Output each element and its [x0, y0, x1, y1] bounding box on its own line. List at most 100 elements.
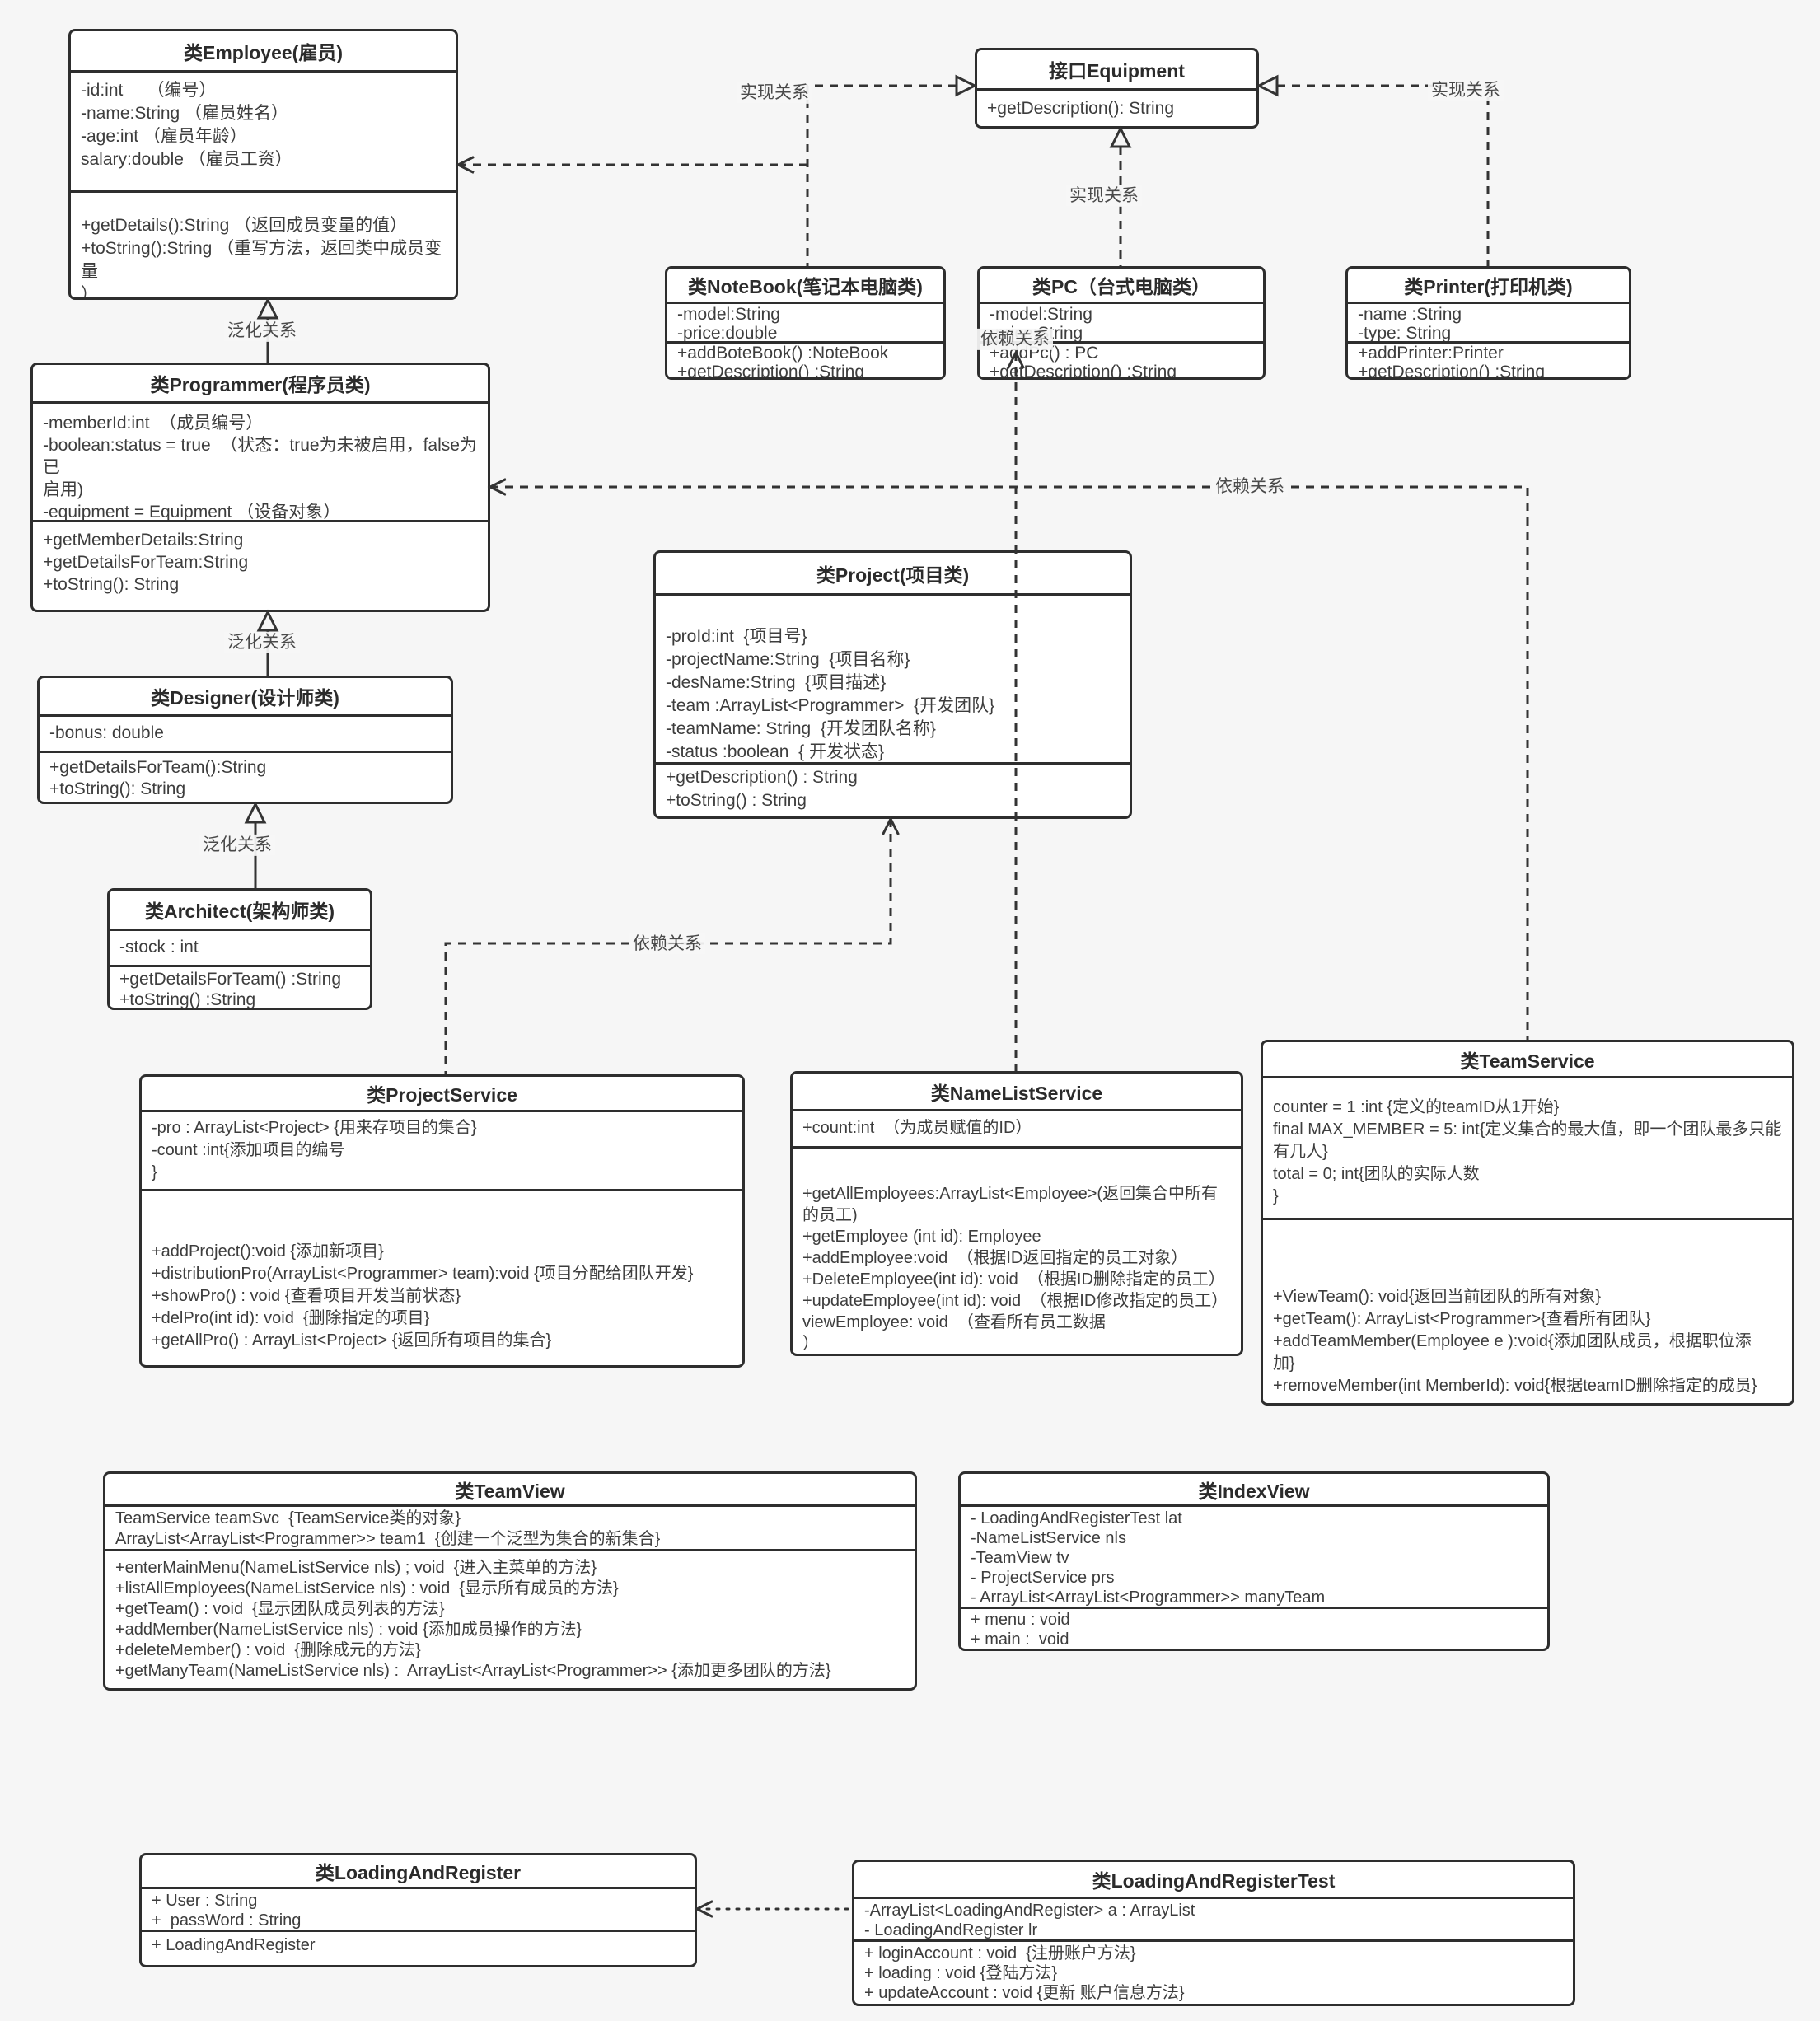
class-title: 类TeamService [1460, 1050, 1595, 1072]
class-title: 类Architect(架构师类) [144, 901, 335, 922]
method-line: +delPro(int id): void {删除指定的项目} [152, 1309, 430, 1327]
edge-dep-notebook-employee [455, 156, 807, 174]
method-line: viewEmployee: void （查看所有员工数据 [802, 1313, 1106, 1331]
attr-line: salary:double （雇员工资） [81, 150, 292, 169]
attr-line: counter = 1 :int {定义的teamID从1开始} [1273, 1098, 1560, 1116]
attr-line: -ArrayList<LoadingAndRegister> a : Array… [864, 1902, 1195, 1920]
class-title: 类Project(项目类) [816, 564, 970, 586]
attr-line: -model:String [677, 305, 780, 324]
methods-section: +getDetailsForTeam():String+toString(): … [40, 751, 451, 802]
method-line: +getTeam(): ArrayList<Programmer>{查看所有团队… [1273, 1310, 1651, 1328]
open-arrowhead [455, 156, 475, 174]
methods-section: + menu : void+ main : void [961, 1607, 1547, 1649]
attr-line: ArrayList<ArrayList<Programmer>> team1 {… [115, 1530, 661, 1548]
methods-section: +getMemberDetails:String+getDetailsForTe… [33, 520, 488, 610]
methods-section: +addBoteBook() :NoteBook+getDescription(… [667, 341, 943, 377]
class-box-equipment[interactable]: 接口Equipment+getDescription(): String [975, 48, 1259, 129]
method-line: +getTeam() : void {显示团队成员列表的方法} [115, 1600, 445, 1618]
class-box-indexview[interactable]: 类IndexView- LoadingAndRegisterTest lat-N… [958, 1471, 1550, 1651]
method-line: +getDescription() :String [1358, 363, 1546, 377]
attr-line: -price:double [677, 324, 778, 341]
attr-line: - ArrayList<ArrayList<Programmer>> manyT… [971, 1588, 1326, 1607]
open-arrowhead [882, 816, 900, 835]
hollow-triangle-arrowhead [244, 801, 267, 824]
attr-line: - ProjectService prs [971, 1569, 1115, 1587]
edge-line-realization [1277, 84, 1490, 266]
attributes-section: -bonus: double [40, 714, 451, 751]
hollow-triangle-arrowhead [1109, 125, 1132, 148]
method-line: +addEmployee:void （根据ID返回指定的员工对象） [802, 1249, 1188, 1267]
attr-line: -stock : int [119, 938, 199, 957]
class-box-programmer[interactable]: 类Programmer(程序员类)-memberId:int （成员编号）-bo… [30, 363, 490, 612]
class-box-project[interactable]: 类Project(项目类)-proId:int {项目号}-projectNam… [653, 550, 1132, 819]
method-line: +showPro() : void {查看项目开发当前状态} [152, 1287, 461, 1305]
class-title: 类PC（台式电脑类） [1032, 276, 1210, 297]
edge-label: 依赖关系 [1212, 475, 1288, 498]
attributes-section: -id:int （编号）-name:String （雇员姓名）-age:int … [71, 70, 456, 190]
attr-line: -age:int （雇员年龄） [81, 127, 247, 146]
class-box-architect[interactable]: 类Architect(架构师类) -stock : int +getDetailsF… [107, 888, 372, 1010]
class-box-printer[interactable]: 类Printer(打印机类)-name :String-type: String… [1345, 266, 1631, 380]
method-line: +getAllPro() : ArrayList<Project> {返回所有项… [152, 1331, 552, 1350]
method-line: +getDescription() :String [677, 363, 865, 377]
class-box-employee[interactable]: 类Employee(雇员)-id:int （编号）-name:String （雇… [68, 29, 458, 300]
methods-section: +getDetails():String （返回成员变量的值）+toString… [71, 190, 456, 297]
attr-line: + User : String [152, 1892, 258, 1910]
edge-line-realization [806, 84, 957, 266]
method-line: +getAllEmployees:ArrayList<Employee>(返回集… [802, 1185, 1219, 1203]
attr-line: -name :String [1358, 305, 1462, 324]
method-line: +deleteMember() : void {删除成元的方法} [115, 1641, 421, 1659]
method-line: +addPrinter:Printer [1358, 344, 1504, 363]
edge-dep-test-loadingandregister [694, 1900, 854, 1918]
methods-section: +getDetailsForTeam() :String+toString() … [110, 965, 370, 1008]
method-line: +removeMember(int MemberId): void{根据team… [1273, 1377, 1757, 1395]
attr-line: - LoadingAndRegisterTest lat [971, 1509, 1182, 1527]
method-line: +toString():String （重写方法，返回类中成员变量 [81, 239, 442, 281]
class-box-loadingandregistertest[interactable]: 类LoadingAndRegisterTest-ArrayList<Loadin… [852, 1860, 1575, 2006]
method-line: +toString() :String [119, 990, 256, 1008]
edge-real-notebook-equipment [806, 74, 978, 266]
class-box-notebook[interactable]: 类NoteBook(笔记本电脑类) -model:String-price:dou… [665, 266, 946, 380]
hollow-triangle-arrowhead [256, 609, 279, 632]
attributes-section: -pro : ArrayList<Project> {用来存项目的集合}-cou… [142, 1110, 742, 1189]
attributes-section: + User : String+ passWord : String [142, 1887, 695, 1930]
open-arrowhead [487, 478, 507, 496]
attr-line: -equipment = Equipment （设备对象） [43, 503, 341, 520]
attr-line: +count:int （为成员赋值的ID） [802, 1119, 1032, 1137]
class-title: 类LoadingAndRegister [315, 1862, 522, 1883]
open-arrowhead [694, 1900, 713, 1918]
attr-line: 有几人} [1273, 1143, 1328, 1161]
class-box-pc[interactable]: 类PC（台式电脑类）-model:String-price:String+add… [977, 266, 1266, 380]
attributes-section: -name :String-type: String [1348, 302, 1629, 341]
attributes-section: -model:String-price:double [667, 302, 943, 341]
method-line: + LoadingAndRegister [152, 1936, 316, 1954]
attr-line: final MAX_MEMBER = 5: int{定义集合的最大值，即一个团队… [1273, 1120, 1782, 1139]
hollow-triangle-arrowhead [256, 297, 279, 320]
method-line: +addProject():void {添加新项目} [152, 1242, 384, 1261]
method-line: +getDetailsForTeam():String [49, 758, 267, 777]
class-title: 类TeamView [455, 1480, 565, 1502]
edge-label: 实现关系 [1428, 79, 1504, 102]
attributes-section: TeamService teamSvc {TeamService类的对象}Arr… [105, 1504, 915, 1549]
methods-section: + LoadingAndRegister [142, 1930, 695, 1965]
attributes-section: +count:int （为成员赋值的ID） [793, 1109, 1241, 1146]
class-box-projectservice[interactable]: 类ProjectService-pro : ArrayList<Project>… [139, 1074, 745, 1368]
method-line: +getDescription() :String [990, 363, 1177, 377]
method-line: +addBoteBook() :NoteBook [677, 344, 889, 363]
edge-label: 依赖关系 [629, 933, 705, 956]
class-box-namelistservice[interactable]: 类NameListService+count:int （为成员赋值的ID）+ge… [790, 1071, 1243, 1356]
method-line: +ViewTeam(): void{返回当前团队的所有对象} [1273, 1288, 1602, 1306]
attr-line: total = 0; int{团队的实际人数 [1273, 1165, 1480, 1183]
attr-line: -name:String （雇员姓名） [81, 104, 289, 123]
attr-line: -pro : ArrayList<Project> {用来存项目的集合} [152, 1119, 477, 1137]
class-title: 类NoteBook(笔记本电脑类) [688, 276, 923, 297]
class-box-designer[interactable]: 类Designer(设计师类)-bonus: double+getDetails… [37, 676, 453, 804]
class-box-teamservice[interactable]: 类TeamService counter = 1 :int {定义的teamID从… [1261, 1040, 1794, 1406]
method-line: + loginAccount : void {注册账户方法} [864, 1944, 1136, 1963]
attr-line: -projectName:String {项目名称} [666, 650, 910, 669]
class-box-loadingandregister[interactable]: 类LoadingAndRegister + User : String+ pass… [139, 1853, 697, 1967]
attributes-section: -stock : int [110, 929, 370, 965]
attr-line: -team :ArrayList<Programmer> {开发团队} [666, 696, 995, 715]
edge-label: 实现关系 [1066, 185, 1142, 208]
